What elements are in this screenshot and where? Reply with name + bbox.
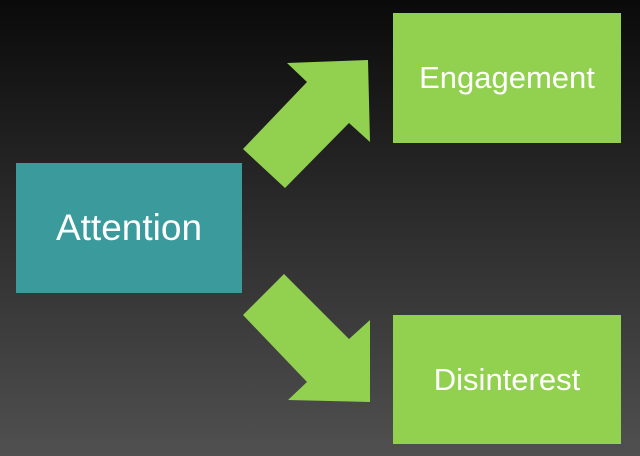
- arrow-to-disinterest: [243, 274, 370, 402]
- disinterest-node: Disinterest: [393, 315, 621, 444]
- engagement-label: Engagement: [419, 60, 595, 95]
- engagement-node: Engagement: [393, 13, 621, 143]
- attention-node: Attention: [16, 163, 242, 293]
- disinterest-label: Disinterest: [433, 361, 581, 397]
- attention-label: Attention: [55, 207, 203, 248]
- arrow-to-engagement: [243, 60, 370, 188]
